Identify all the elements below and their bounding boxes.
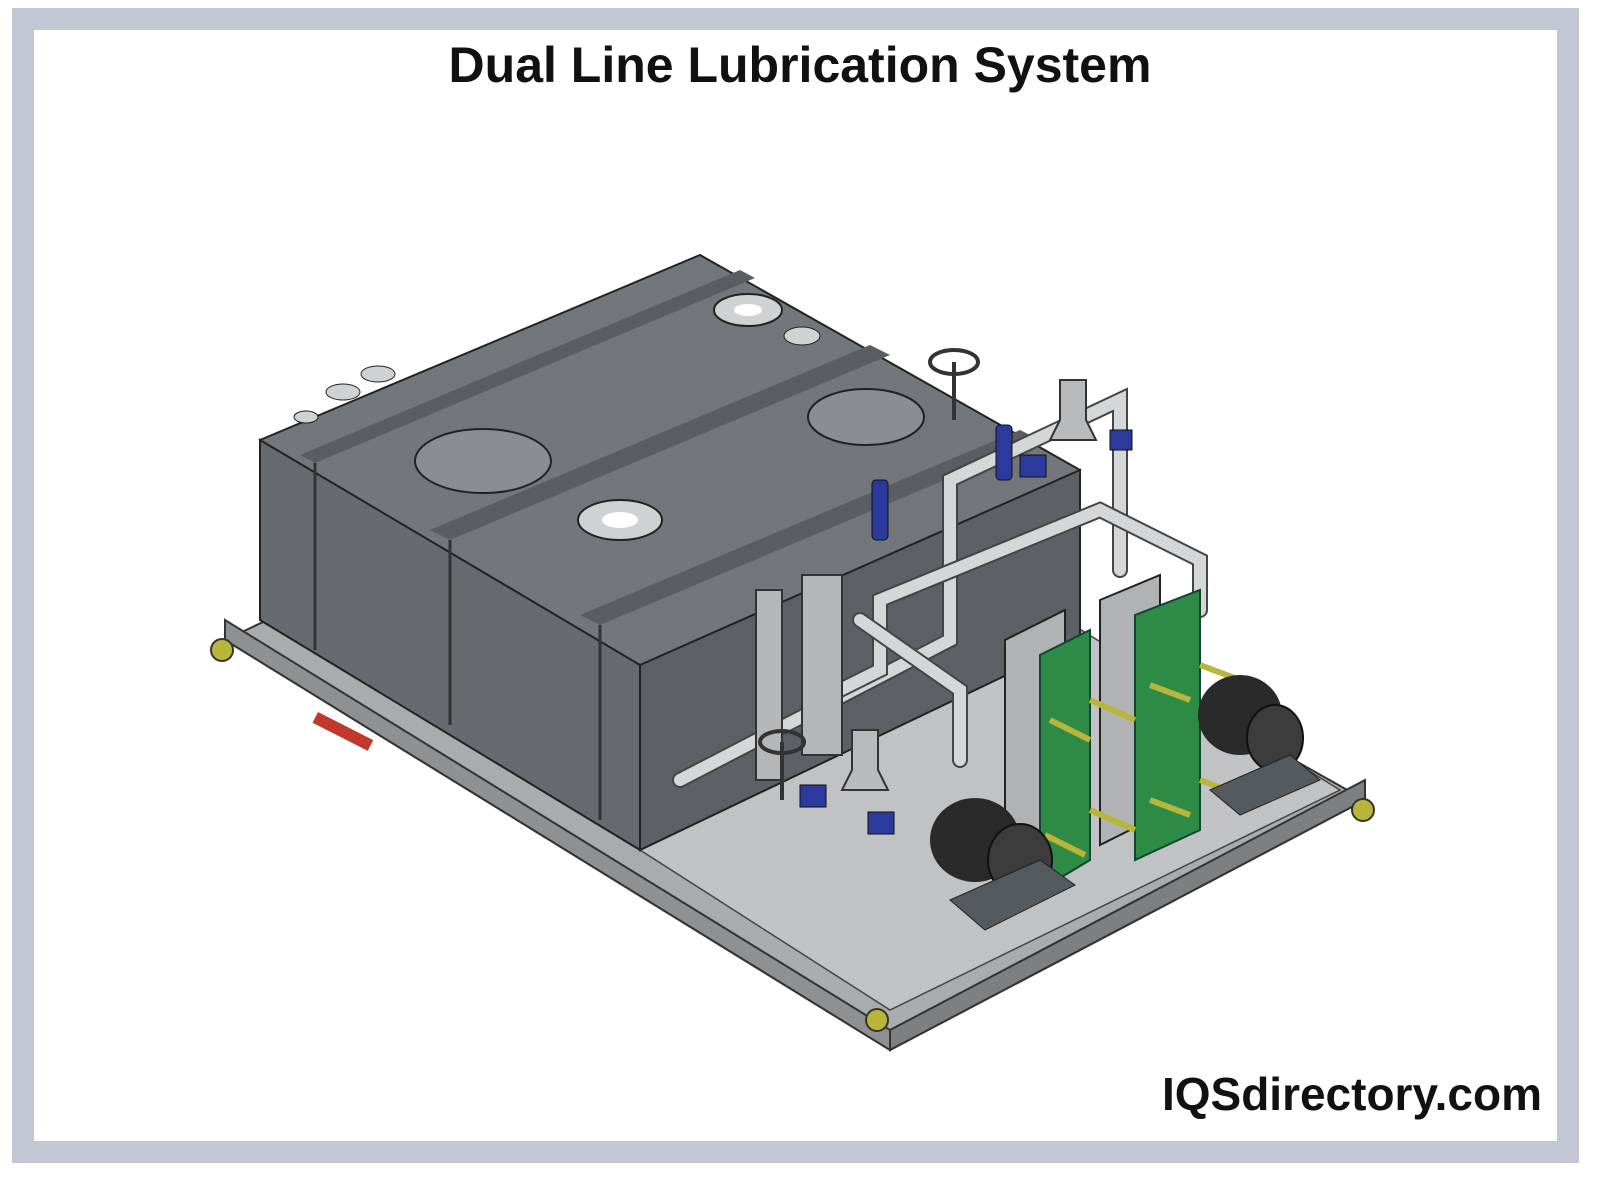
- pressure-regulator: [840, 379, 1098, 791]
- pump-base: [949, 754, 1321, 931]
- nameplate: [312, 712, 374, 751]
- relief-valve: [799, 424, 1133, 835]
- page-title: Dual Line Lubrication System: [448, 37, 1152, 93]
- flange-nozzle: [293, 293, 821, 541]
- pump-motor: [930, 675, 1304, 897]
- plate-heat-exchanger: [1004, 573, 1201, 892]
- piping: [672, 387, 1208, 788]
- manway-cover: [414, 388, 925, 494]
- handwheel-valve: [758, 348, 980, 800]
- tie-bolt: [1043, 662, 1242, 858]
- watermark: IQSdirectory.com: [1161, 1068, 1542, 1120]
- filter-housing: [801, 574, 843, 756]
- lifting-lug: [210, 638, 1375, 1032]
- filter-housing: [755, 589, 783, 781]
